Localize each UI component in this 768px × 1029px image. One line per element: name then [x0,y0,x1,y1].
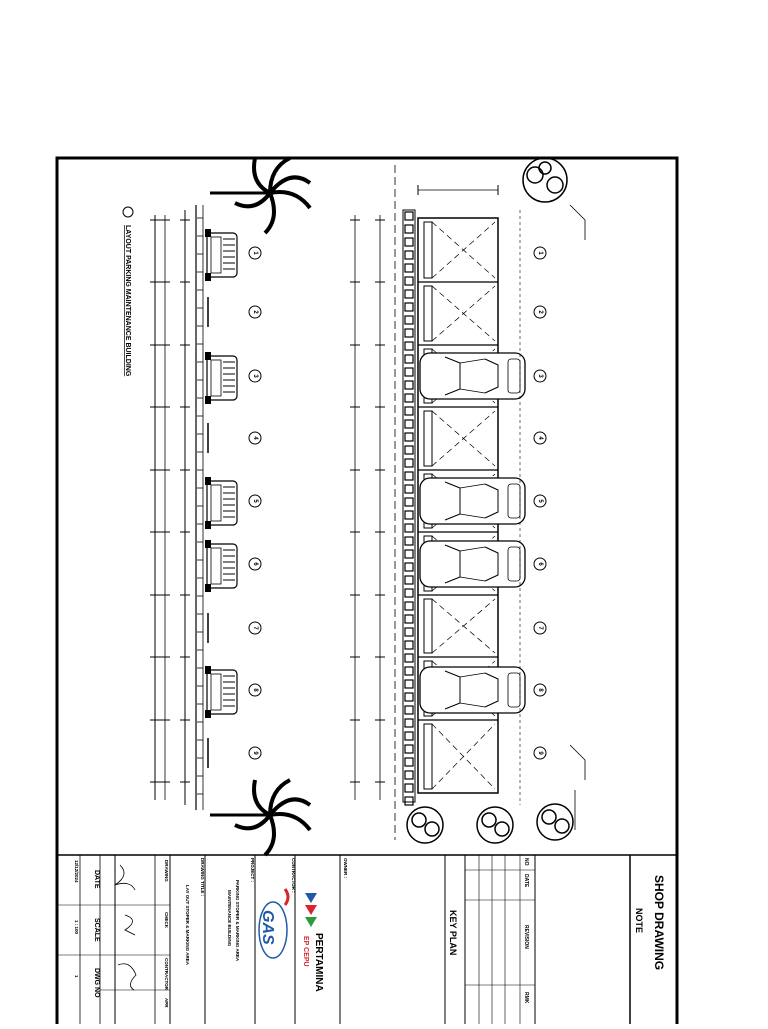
pertamina-logo-icon [305,893,317,927]
bay-number: 1 [252,251,258,255]
bay-number-marker: 5 [533,494,547,508]
bay-number: 1 [537,251,543,255]
palm-tree-icon [210,156,312,235]
shrub-icon [406,806,444,844]
bay-number: 6 [252,562,258,566]
bay-number-marker: 3 [533,369,547,383]
owner-label: OWNER : [343,858,348,878]
project-line1: PARKING STOPER & MARKING AREA [235,880,240,962]
project-line2: MAINTENANCE BUILDING [227,890,232,947]
car-front-icon [205,229,238,281]
bay-number-marker: 7 [248,621,262,635]
dwg-no-value: 1 [74,975,79,978]
bay-number-marker: 4 [533,431,547,445]
owner-name: PERTAMINA [313,933,324,992]
bay-number: 3 [252,374,258,378]
bay-number: 3 [537,374,543,378]
car-front-icon [205,352,238,404]
bay-number-marker: 4 [248,431,262,445]
bay-number-marker: 8 [248,683,262,697]
bay-number-marker: 1 [248,246,262,260]
bay-number-marker: 6 [248,557,262,571]
shrub-icon [536,803,574,841]
note-label: NOTE [634,908,644,933]
title-block: SHOP DRAWING NOTE NO DATE REVISION RMK K… [57,855,666,1026]
car-front-icon [205,666,238,718]
bay-number-marker: 1 [533,246,547,260]
owner-sub: EP CEPU [302,936,309,967]
sign-apr-header: APR [164,998,169,1008]
key-plan-label: KEY PLAN [448,910,458,955]
bay-number-marker: 3 [248,369,262,383]
rev-no-header: NO [523,858,529,866]
plan-view: 1 2 3 4 5 6 7 8 9 [350,157,586,844]
project-label: PROJECT : [250,858,255,883]
bay-number-marker: 2 [533,305,547,319]
date-label: DATE [93,870,100,889]
car-top-icon [419,477,526,525]
bay-number-marker: 9 [533,746,547,760]
sign-drawing-header: DRAWING [164,860,169,882]
bay-number: 4 [252,436,258,440]
bay-number: 4 [537,436,543,440]
rev-date-header: DATE [523,874,529,888]
shrub-icon [476,806,514,844]
contractor-label: CONTRACTOR : [291,858,296,893]
scale-label: SCALE [93,918,100,942]
bay-number: 5 [537,499,543,503]
sign-contractor-header: CONTRACTOR [164,958,169,991]
car-front-icon [205,477,238,529]
bay-number-marker: 5 [248,494,262,508]
bay-number: 9 [537,751,543,755]
contractor-logo-text: GAS [259,910,276,945]
sign-check-header: CHECK [164,912,169,929]
bay-number-marker: 2 [248,305,262,319]
bay-number-marker: 9 [248,746,262,760]
signature-icon [114,864,137,991]
bay-number: 8 [537,688,543,692]
section-marker-icon [122,206,134,218]
bay-number: 7 [537,626,543,630]
date-value: 12/12/2024 [74,860,79,883]
bay-number: 2 [537,310,543,314]
bay-number: 6 [537,562,543,566]
bay-number-marker: 7 [533,621,547,635]
car-top-icon [419,352,526,400]
shrub-icon [522,157,568,203]
rev-remark-header: RMK [523,992,529,1004]
car-front-icon [205,540,238,592]
bay-number: 8 [252,688,258,692]
palm-tree-icon [210,778,312,857]
bay-number-marker: 6 [533,557,547,571]
rev-revision-header: REVISION [523,925,529,949]
bay-number-marker: 8 [533,683,547,697]
elevation-view: 1 2 3 4 5 6 7 8 9 LAYOUT PARKING MAINTENANCE BUI… [122,156,312,857]
sheet-border [55,156,679,1028]
dwg-no-label: DWG NO [93,968,100,998]
car-top-icon [419,666,526,714]
bay-number: 7 [252,626,258,630]
drawing-title: LAY OUT STOPER & MARKING AREA [185,885,190,966]
gas-logo-icon: GAS [258,888,290,959]
drawing-title-label: DRAWING TITLE : [200,858,205,897]
scale-value: 1 : 100 [74,920,79,935]
sheet-type-label: SHOP DRAWING [652,875,666,970]
layout-title: LAYOUT PARKING MAINTENANCE BUILDING [124,225,131,377]
bay-number: 9 [252,751,258,755]
bay-number: 2 [252,310,258,314]
bay-number: 5 [252,499,258,503]
car-top-icon [419,540,526,588]
